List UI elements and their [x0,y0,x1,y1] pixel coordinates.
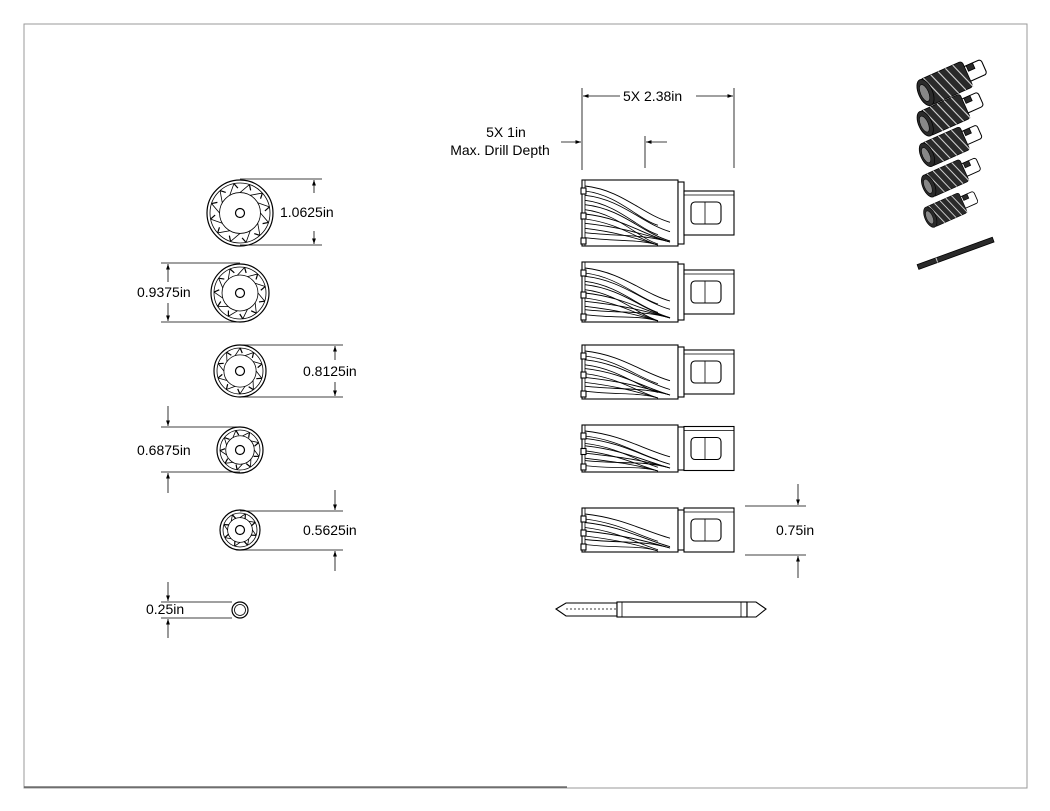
isometric-cutter-4 [921,157,981,198]
dimension-0-25: 0.25in [146,582,232,638]
dimension-drill-depth: 5X 1in Max. Drill Depth [450,124,667,168]
dim-label-drill-depth-text: Max. Drill Depth [450,142,550,158]
cutter-side-view-5 [580,507,735,553]
dim-label-1-0625: 1.0625in [280,204,334,220]
dimension-0-6875: 0.6875in [137,406,240,493]
dimension-overall-length: 5X 2.38in [581,88,735,170]
isometric-cutter-3 [918,125,983,167]
dimension-0-9375: 0.9375in [137,262,240,323]
cutter-side-view-1 [580,179,735,247]
dim-label-shank-diameter: 0.75in [776,522,814,538]
isometric-pilot-pin [916,236,995,270]
dim-label-overall-length: 5X 2.38in [623,88,682,104]
isometric-cutter-5 [923,191,979,228]
cutter-side-view-2 [580,261,735,323]
cutter-end-view-2 [210,263,270,323]
cutter-end-views: 1.0625in 0.9375in 0.8125in 0.6875in [137,178,357,638]
dim-label-0-5625: 0.5625in [303,522,357,538]
cutter-side-view-4 [580,424,735,473]
cutter-side-views: 5X 2.38in 5X 1in Max. Drill Depth 0.75in [450,88,814,618]
cutter-side-view-3 [580,344,735,400]
dimension-shank-diameter: 0.75in [745,484,814,578]
dimension-0-5625: 0.5625in [240,490,357,571]
drawing-border [23,23,1028,789]
pilot-pin-end-view [231,601,249,619]
dimension-1-0625: 1.0625in [240,178,334,246]
cutter-end-view-4 [216,426,264,474]
dim-label-0-9375: 0.9375in [137,284,191,300]
cutter-end-view-5 [219,509,261,551]
dimension-0-8125: 0.8125in [240,344,357,398]
cutter-end-view-1 [206,179,274,247]
dim-label-0-25: 0.25in [146,601,184,617]
pilot-pin-side-view [554,601,767,618]
isometric-cutter-1 [916,59,987,107]
dim-label-0-6875: 0.6875in [137,442,191,458]
dim-label-drill-depth-count: 5X 1in [486,124,526,140]
isometric-set-view [916,59,995,270]
dim-label-0-8125: 0.8125in [303,363,357,379]
cutter-end-view-3 [213,344,267,398]
isometric-cutter-2 [916,92,984,137]
